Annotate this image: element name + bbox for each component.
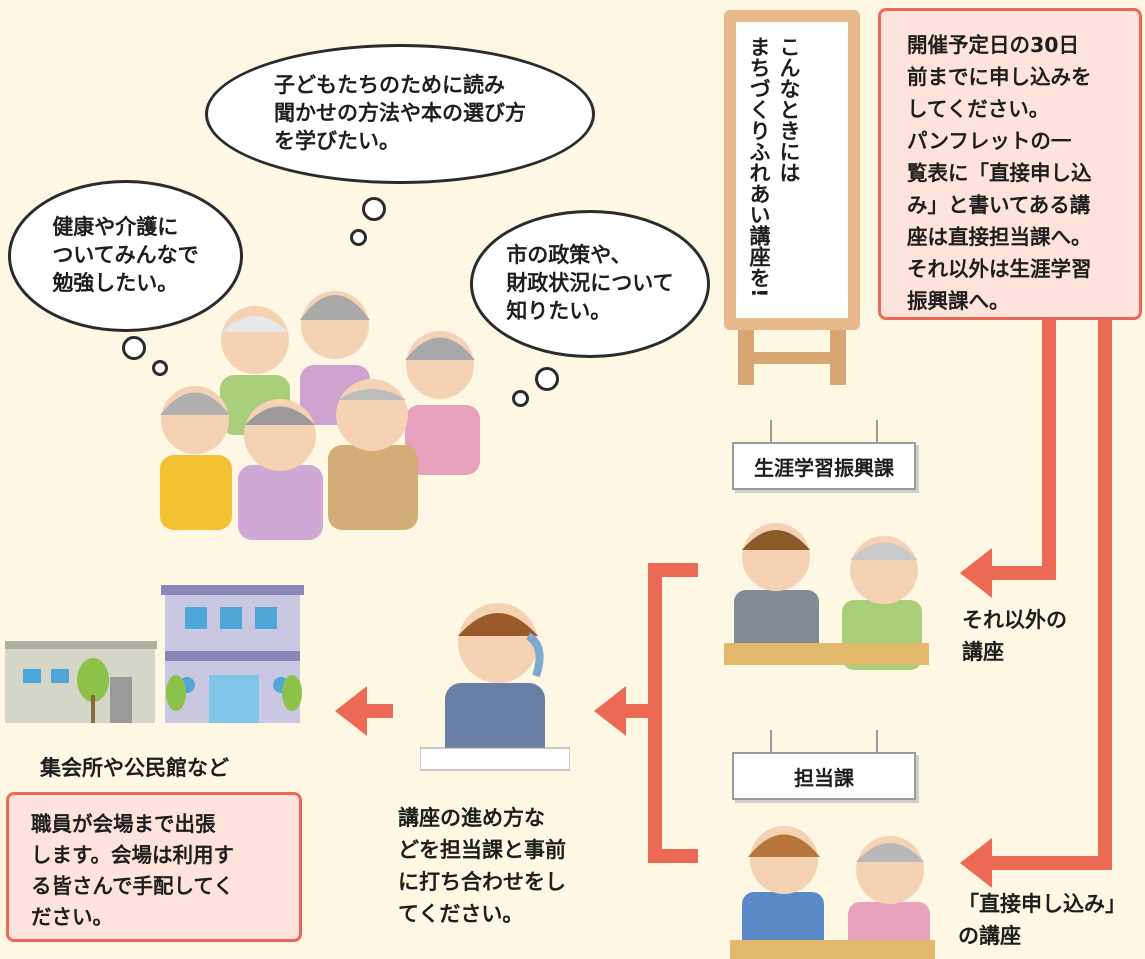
staff-phone-illustration xyxy=(420,603,570,771)
lifelong-learning-label: 生涯学習振興課 xyxy=(754,455,894,480)
arrow-to-charge xyxy=(960,838,992,888)
easel-board: こんなときには まちづくりふれあい講座を! xyxy=(724,10,860,330)
seniors-group-illustration xyxy=(160,291,480,540)
consult-text: 講座の進め方な どを担当課と事前 に打ち合わせをし てください。 xyxy=(398,806,566,926)
charge-office-illustration xyxy=(730,826,935,959)
bubble-dot xyxy=(350,229,367,246)
venue-note-text: 職員が会場まで出張 します。会場は利用す る皆さんで手配してく ださい。 xyxy=(31,812,234,929)
bubble-dot xyxy=(122,336,146,360)
venue-buildings-illustration xyxy=(5,585,304,723)
venue-title: 集会所や公民館など xyxy=(40,756,229,780)
easel-sign-panel: こんなときには まちづくりふれあい講座を! xyxy=(736,22,848,318)
application-note-text: 開催予定日の30日 前までに申し込みを してください。 パンフレットの一 覧表に… xyxy=(907,33,1092,313)
thought-bubble-left: 健康や介護に ついてみんなで 勉強したい。 xyxy=(8,180,243,332)
lifelong-office-illustration xyxy=(724,523,929,670)
bubble-dot xyxy=(362,197,386,221)
thought-bubble-right: 市の政策や、 財政状況について 知りたい。 xyxy=(470,210,710,358)
sign-hanger xyxy=(770,420,772,442)
bubble-dot xyxy=(512,390,529,407)
arrow-to-lifelong xyxy=(960,548,992,598)
thought-bubble-top: 子どもたちのために読み 聞かせの方法や本の選び方 を学びたい。 xyxy=(205,44,595,184)
easel-title-line-1: こんなときには xyxy=(777,36,801,183)
arrow-to-venue xyxy=(335,686,367,736)
sign-hanger xyxy=(770,730,772,752)
direct-courses-label: 「直接申し込み」 の講座 xyxy=(958,892,1126,948)
easel-title: こんなときには まちづくりふれあい講座を! xyxy=(744,22,826,304)
easel-title-line-2: まちづくりふれあい講座を! xyxy=(747,36,771,298)
sign-hanger xyxy=(876,730,878,752)
sign-hanger xyxy=(876,420,878,442)
bubble-dot xyxy=(535,367,559,391)
bubble-right-text: 市の政策や、 財政状況について 知りたい。 xyxy=(506,243,674,323)
bubble-dot xyxy=(152,360,168,376)
department-in-charge-label: 担当課 xyxy=(794,765,854,790)
arrow-to-consult xyxy=(594,686,626,736)
easel-crossbar xyxy=(738,352,846,364)
venue-note: 職員が会場まで出張 します。会場は利用す る皆さんで手配してく ださい。 xyxy=(6,792,302,942)
department-in-charge-sign: 担当課 xyxy=(732,752,916,800)
application-note: 開催予定日の30日 前までに申し込みを してください。 パンフレットの一 覧表に… xyxy=(878,8,1142,320)
bubble-left-text: 健康や介護に ついてみんなで 勉強したい。 xyxy=(52,215,199,295)
lifelong-learning-sign: 生涯学習振興課 xyxy=(732,442,916,490)
other-courses-label: それ以外の 講座 xyxy=(962,608,1067,664)
bubble-top-text: 子どもたちのために読み 聞かせの方法や本の選び方 を学びたい。 xyxy=(274,73,526,153)
